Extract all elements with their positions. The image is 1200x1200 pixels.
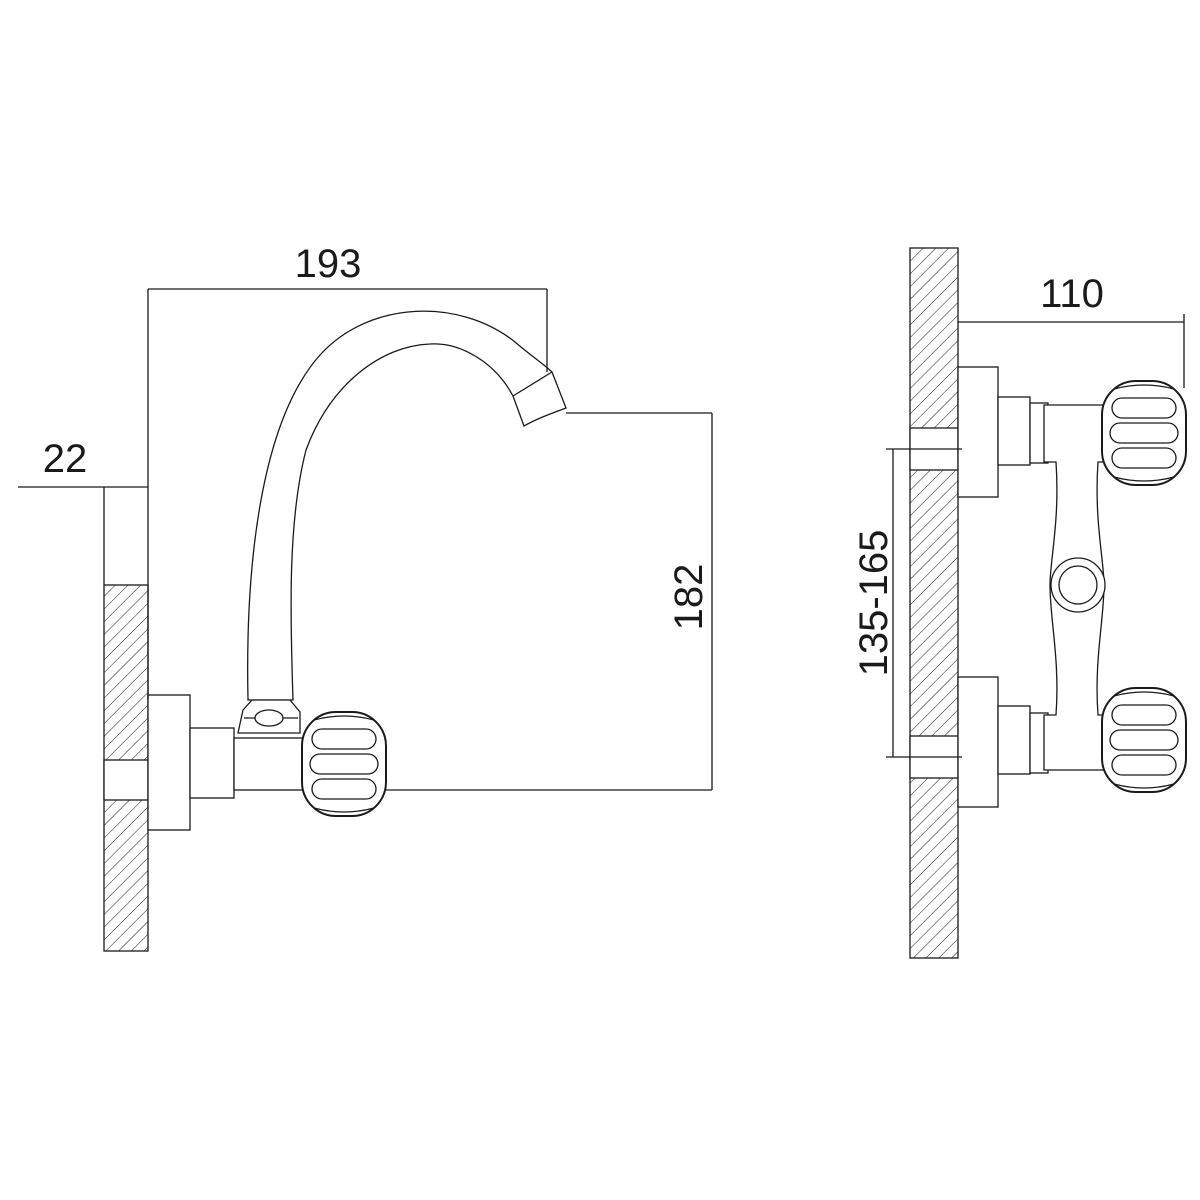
wall-section-right (909, 247, 959, 959)
nut-bottom (997, 705, 1031, 775)
handle-bottom (1101, 687, 1187, 793)
spout (247, 310, 567, 701)
dim-wall-thickness: 22 (43, 437, 88, 481)
nut-top (997, 396, 1031, 466)
rosette-flange (147, 694, 191, 831)
spout-swivel-nut (237, 699, 301, 734)
dim-spout-reach: 193 (295, 242, 362, 286)
front-view: 110 135-165 (852, 247, 1187, 959)
wall-pipe-left (103, 759, 149, 801)
valve-body (233, 737, 309, 791)
handle-top (1101, 380, 1187, 486)
dim-projection: 110 (1040, 272, 1104, 316)
side-view: 22 193 182 (18, 242, 713, 952)
flange-bottom (957, 676, 999, 808)
connection-nut (189, 727, 235, 799)
dim-spout-height: 182 (667, 564, 711, 631)
flange-top (957, 366, 999, 498)
dim-center-distance: 135-165 (852, 530, 896, 677)
handle-left (301, 711, 387, 817)
